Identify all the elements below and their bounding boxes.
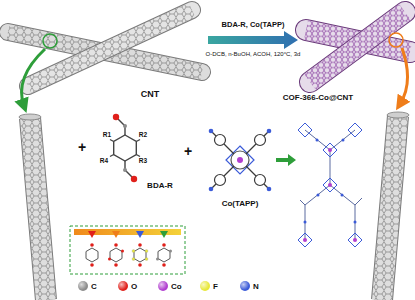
legend-text: C [91, 282, 97, 291]
legend-item: O [118, 281, 137, 291]
atom-swatch [78, 281, 88, 291]
zoom-arrow [22, 49, 45, 106]
atom-swatch [200, 281, 210, 291]
atom-swatch [118, 281, 128, 291]
legend-text: O [131, 282, 137, 291]
material-label: COF-366-Co@CNT [283, 94, 353, 103]
plus-sign: + [184, 144, 192, 159]
reaction-arrow [276, 154, 296, 166]
legend-item: N [240, 281, 259, 291]
substituent-label: R4 [100, 157, 108, 164]
bda-molecule [110, 114, 140, 182]
coated-nanotubes [306, 12, 410, 82]
atom-swatch [240, 281, 250, 291]
legend-text: F [213, 282, 218, 291]
zoom-circle [389, 33, 403, 47]
zoom-arrow [400, 48, 408, 104]
legend-text: Co [171, 282, 182, 291]
atom-swatch [158, 281, 168, 291]
molecule-label: BDA-R [147, 182, 173, 191]
reaction-arrow [208, 31, 298, 49]
plus-sign: + [78, 140, 86, 155]
legend-item: F [200, 281, 218, 291]
legend-text: N [253, 282, 259, 291]
material-label: CNT [141, 90, 160, 100]
condition-text: O-DCB, n-BuOH, ACOH, 120°C, 3d [206, 51, 301, 58]
legend-item: Co [158, 281, 182, 291]
nanotube-closeup [19, 112, 409, 300]
substituent-label: R3 [139, 157, 147, 164]
variant-box [70, 226, 185, 274]
substituent-label: R2 [139, 131, 147, 138]
substituent-label: R1 [103, 131, 111, 138]
cof-network [298, 123, 362, 247]
porphyrin-molecule [209, 129, 272, 192]
molecule-label: Co(TAPP) [222, 200, 259, 209]
reagent-text: BDA-R, Co(TAPP) [222, 21, 285, 29]
carbon-nanotubes [8, 10, 202, 86]
legend-item: C [78, 281, 97, 291]
zoom-circle [43, 34, 57, 48]
